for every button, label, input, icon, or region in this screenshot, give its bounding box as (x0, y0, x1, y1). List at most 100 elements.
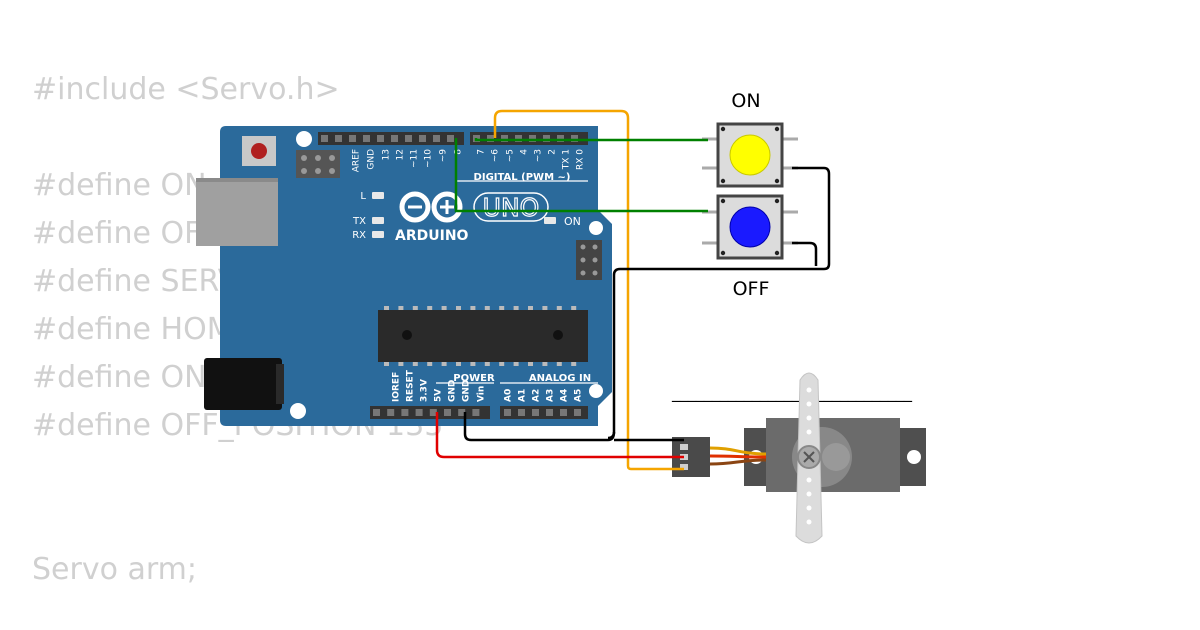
pin-hole (405, 135, 412, 142)
push-button-on[interactable] (702, 122, 798, 188)
wire-off-button (454, 138, 708, 213)
pin-hole (571, 135, 578, 142)
button-cap-off[interactable] (729, 206, 771, 248)
power-header-label: POWER (453, 373, 495, 384)
chip-pin (470, 306, 476, 310)
chip-pin (484, 306, 490, 310)
pin-hole (546, 409, 553, 416)
mounting-hole (589, 221, 603, 235)
pin-hole (532, 409, 539, 416)
pin-hole (373, 409, 380, 416)
analog-pin-label: A5 (574, 389, 584, 402)
chip-pin (398, 362, 404, 366)
servo-cable (709, 446, 767, 466)
wires (435, 109, 831, 471)
chip-pin (571, 306, 577, 310)
pin-hole (447, 135, 454, 142)
power-pin-label: Vin (477, 386, 487, 402)
led-rx-label: RX (352, 230, 366, 241)
pin-hole (377, 135, 384, 142)
model-label: UNO (483, 193, 540, 222)
code-line: #define ON (32, 168, 207, 203)
chip-pin (412, 362, 418, 366)
led-l (372, 192, 384, 199)
chip-pin (398, 306, 404, 310)
push-button-off[interactable] (702, 194, 798, 260)
chip-pin (513, 362, 519, 366)
chip-pin (542, 362, 548, 366)
chip-pin (470, 362, 476, 366)
mounting-hole (290, 403, 306, 419)
pin-hole (433, 135, 440, 142)
icsp-header (296, 150, 340, 178)
code-line: #include <Servo.h> (32, 72, 340, 107)
servo-horn[interactable] (795, 372, 823, 544)
power-pin-label: 3.3V (420, 379, 430, 402)
led-on-label: ON (564, 215, 581, 228)
model-badge (473, 192, 549, 222)
wire-ground-off (792, 241, 818, 266)
chip-pin (499, 306, 505, 310)
pin-hole (543, 135, 550, 142)
led-on (544, 217, 556, 224)
chip-pin (528, 362, 533, 366)
top-pin-label: 2 (548, 149, 558, 155)
power-jack (204, 358, 284, 410)
led-tx (372, 217, 384, 224)
pin-hole (444, 409, 451, 416)
pin-hole (487, 135, 494, 142)
chip-pin (384, 306, 389, 310)
pin-hole (515, 135, 522, 142)
pin-hole (560, 409, 567, 416)
top-pin-label: TX 1 (562, 149, 572, 170)
code-line: Servo arm; (32, 552, 197, 587)
wire-ground-servo (463, 412, 684, 442)
top-pin-label: RX 0 (576, 149, 586, 170)
power-pin-label: RESET (406, 369, 416, 402)
pin-hole (363, 135, 370, 142)
pin-hole (335, 135, 342, 142)
power-pin-label: GND (448, 380, 458, 402)
pin-hole (529, 135, 536, 142)
power-pin-label: 5V (434, 389, 444, 402)
pin-hole (501, 135, 508, 142)
analog-header-label: ANALOG IN (529, 373, 591, 384)
pin-hole (429, 409, 437, 416)
arduino-logo (399, 191, 463, 223)
top-pin-label: ~3 (534, 149, 544, 162)
mounting-hole (589, 384, 603, 398)
button-off-label: OFF (733, 278, 770, 300)
chip-pin (556, 306, 562, 310)
chip-pin (513, 306, 519, 310)
led-rx (372, 231, 384, 238)
top-pin-label: 7 (477, 149, 487, 155)
chip-pin (384, 362, 389, 366)
chip-pin (571, 362, 577, 366)
usb-connector (196, 178, 278, 246)
pin-hole (504, 409, 511, 416)
brand-label: ARDUINO (395, 228, 469, 244)
pin-hole (415, 409, 423, 416)
top-pin-label: AREF (352, 149, 362, 172)
top-pin-label: GND (367, 149, 377, 170)
pin-hole (321, 135, 328, 142)
wire-power (435, 412, 684, 459)
code-line: #define OF (32, 216, 202, 251)
top-pin-label: ~11 (410, 149, 420, 168)
reset-button[interactable] (242, 136, 276, 166)
chip-pin (427, 306, 433, 310)
button-cap-on[interactable] (729, 134, 771, 176)
pin-hole (557, 135, 564, 142)
servo-label-line: ______________________________ (671, 383, 913, 403)
analog-pin-label: A0 (504, 389, 514, 402)
chip-pin (499, 362, 505, 366)
analog-pin-label: A3 (546, 389, 556, 402)
chip-pin (412, 306, 418, 310)
analog-pin-label: A4 (560, 389, 570, 402)
chip-pin (556, 362, 562, 366)
pin-hole (401, 409, 409, 416)
servo-motor[interactable] (672, 372, 926, 544)
